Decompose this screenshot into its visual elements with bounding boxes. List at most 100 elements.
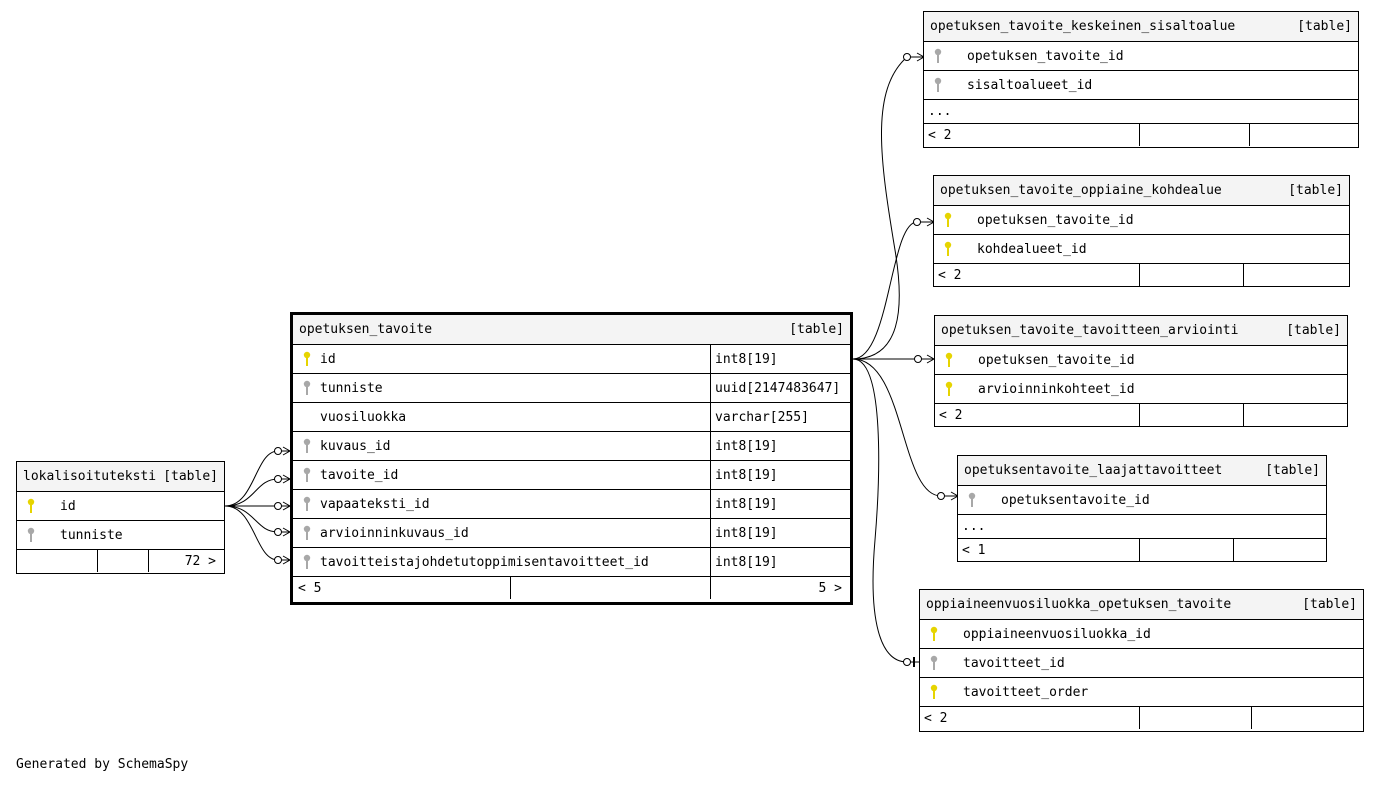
table-header: lokalisoituteksti [table] xyxy=(17,462,224,491)
table-tag: [table] xyxy=(1288,183,1343,198)
column-type: uuid[2147483647] xyxy=(710,374,850,402)
table-row[interactable]: tavoitteet_order xyxy=(920,677,1363,706)
table-row[interactable]: tunniste xyxy=(17,520,224,549)
foreign-key-icon xyxy=(934,77,942,92)
column-type: varchar[255] xyxy=(710,403,850,431)
column-name: id xyxy=(320,351,336,367)
link-keskeinen xyxy=(852,56,924,360)
column-type: int8[19] xyxy=(710,548,850,576)
link-laajat xyxy=(852,358,958,497)
link-tavoite xyxy=(224,478,290,507)
primary-key-icon xyxy=(27,498,35,513)
foreign-key-icon xyxy=(303,380,311,395)
table-header: opetuksen_tavoite_keskeinen_sisaltoalue … xyxy=(924,12,1358,41)
foreign-key-icon xyxy=(968,492,976,507)
foreign-key-icon xyxy=(934,48,942,63)
column-name: vuosiluokka xyxy=(320,409,407,425)
table-row[interactable]: opetuksen_tavoite_id xyxy=(924,41,1358,70)
column-name: arvioinninkuvaus_id xyxy=(320,525,469,541)
table-row[interactable]: opetuksen_tavoite_id xyxy=(935,345,1347,374)
table-row[interactable]: vapaateksti_id int8[19] xyxy=(293,489,850,518)
table-lokalisoituteksti[interactable]: lokalisoituteksti [table] id tunniste 72… xyxy=(16,461,225,574)
parents-count[interactable]: < 5 xyxy=(298,580,322,596)
table-row[interactable]: vuosiluokka varchar[255] xyxy=(293,402,850,431)
column-type: int8[19] xyxy=(710,432,850,460)
column-type: int8[19] xyxy=(710,345,850,373)
more-columns: ... xyxy=(962,519,986,534)
children-count[interactable]: 72 > xyxy=(184,553,216,569)
table-header: opetuksen_tavoite [table] xyxy=(293,315,850,344)
table-tag: [table] xyxy=(1265,463,1320,478)
parents-count[interactable]: < 2 xyxy=(924,710,948,726)
table-name: opetuksen_tavoite_tavoitteen_arviointi xyxy=(941,323,1239,338)
table-footer: < 2 xyxy=(934,263,1349,286)
column-name: arvioinninkohteet_id xyxy=(978,381,1135,397)
table-row-more: ... xyxy=(924,99,1358,123)
column-name: tavoitteet_order xyxy=(963,684,1089,700)
table-name: opetuksen_tavoite_keskeinen_sisaltoalue xyxy=(930,19,1236,34)
table-name: opetuksentavoite_laajattavoitteet xyxy=(964,463,1223,478)
table-name: lokalisoituteksti xyxy=(23,469,157,484)
table-header: oppiaineenvuosiluokka_opetuksen_tavoite … xyxy=(920,590,1363,619)
table-row[interactable]: tavoite_id int8[19] xyxy=(293,460,850,489)
foreign-key-icon xyxy=(303,438,311,453)
foreign-key-icon xyxy=(303,554,311,569)
primary-key-icon xyxy=(944,241,952,256)
link-arvioinninkuvaus xyxy=(224,505,290,533)
table-row[interactable]: id int8[19] xyxy=(293,344,850,373)
parents-count[interactable]: < 2 xyxy=(938,267,962,283)
table-row[interactable]: oppiaineenvuosiluokka_id xyxy=(920,619,1363,648)
foreign-key-icon xyxy=(27,527,35,542)
table-row-more: ... xyxy=(958,514,1326,538)
generated-by-note: Generated by SchemaSpy xyxy=(16,757,189,772)
table-opetuksen-tavoite-oppiaine-kohdealue[interactable]: opetuksen_tavoite_oppiaine_kohdealue [ta… xyxy=(933,175,1350,287)
primary-key-icon xyxy=(945,352,953,367)
table-tag: [table] xyxy=(163,469,218,484)
table-tag: [table] xyxy=(1286,323,1341,338)
column-type: int8[19] xyxy=(710,490,850,518)
column-type: int8[19] xyxy=(710,519,850,547)
primary-key-icon xyxy=(303,351,311,366)
table-row[interactable]: arvioinninkohteet_id xyxy=(935,374,1347,403)
table-opetuksen-tavoite[interactable]: opetuksen_tavoite [table] id int8[19] tu… xyxy=(290,312,853,605)
table-tag: [table] xyxy=(1297,19,1352,34)
table-row[interactable]: id xyxy=(17,491,224,520)
link-vuosiluokka xyxy=(852,358,920,663)
children-count[interactable]: 5 > xyxy=(818,580,842,596)
column-name: id xyxy=(60,498,76,514)
table-row[interactable]: tunniste uuid[2147483647] xyxy=(293,373,850,402)
table-row[interactable]: kuvaus_id int8[19] xyxy=(293,431,850,460)
table-header: opetuksen_tavoite_oppiaine_kohdealue [ta… xyxy=(934,176,1349,205)
column-name: vapaateksti_id xyxy=(320,496,430,512)
column-name: tunniste xyxy=(320,380,383,396)
table-row[interactable]: opetuksen_tavoite_id xyxy=(934,205,1349,234)
column-name: sisaltoalueet_id xyxy=(967,77,1093,93)
table-row[interactable]: arvioinninkuvaus_id int8[19] xyxy=(293,518,850,547)
primary-key-icon xyxy=(945,381,953,396)
table-opetuksen-tavoite-keskeinen-sisaltoalue[interactable]: opetuksen_tavoite_keskeinen_sisaltoalue … xyxy=(923,11,1359,148)
table-footer: 72 > xyxy=(17,549,224,572)
link-kohdealue xyxy=(852,221,934,360)
table-name: opetuksen_tavoite_oppiaine_kohdealue xyxy=(940,183,1222,198)
parents-count[interactable]: < 2 xyxy=(928,127,952,143)
column-name: tavoitteistajohdetutoppimisentavoitteet_… xyxy=(320,554,649,570)
table-row[interactable]: tavoitteistajohdetutoppimisentavoitteet_… xyxy=(293,547,850,576)
column-name: opetuksen_tavoite_id xyxy=(977,212,1134,228)
table-footer: < 5 5 > xyxy=(293,576,850,599)
table-row[interactable]: kohdealueet_id xyxy=(934,234,1349,263)
table-opetuksentavoite-laajattavoitteet[interactable]: opetuksentavoite_laajattavoitteet [table… xyxy=(957,455,1327,562)
more-columns: ... xyxy=(928,104,952,119)
table-row[interactable]: opetuksentavoite_id xyxy=(958,485,1326,514)
parents-count[interactable]: < 1 xyxy=(962,542,986,558)
table-name: opetuksen_tavoite xyxy=(299,322,433,337)
table-name: oppiaineenvuosiluokka_opetuksen_tavoite xyxy=(926,597,1232,612)
table-oppiaineenvuosiluokka-opetuksen-tavoite[interactable]: oppiaineenvuosiluokka_opetuksen_tavoite … xyxy=(919,589,1364,732)
primary-key-icon xyxy=(930,684,938,699)
table-tag: [table] xyxy=(789,322,844,337)
table-opetuksen-tavoite-tavoitteen-arviointi[interactable]: opetuksen_tavoite_tavoitteen_arviointi [… xyxy=(934,315,1348,427)
table-row[interactable]: sisaltoalueet_id xyxy=(924,70,1358,99)
table-header: opetuksentavoite_laajattavoitteet [table… xyxy=(958,456,1326,485)
table-row[interactable]: tavoitteet_id xyxy=(920,648,1363,677)
parents-count[interactable]: < 2 xyxy=(939,407,963,423)
